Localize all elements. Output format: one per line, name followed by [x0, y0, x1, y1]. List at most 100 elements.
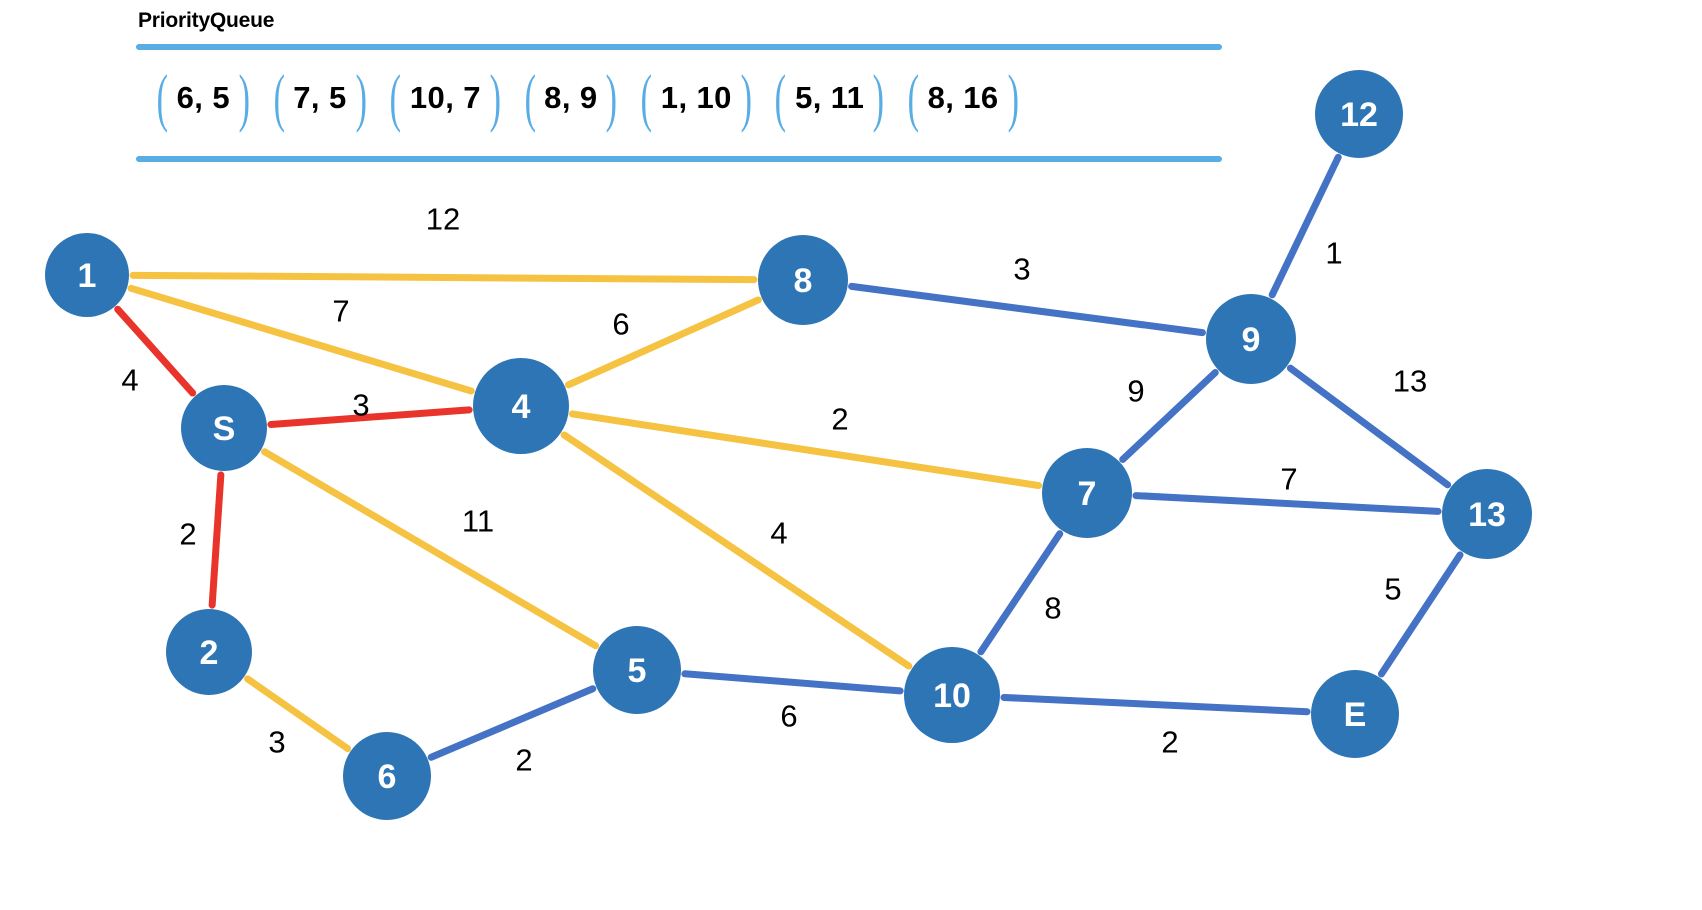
graph-edge — [848, 282, 1206, 337]
node-circle[interactable] — [593, 626, 681, 714]
priority-queue-entry: (8, 16) — [903, 62, 1023, 134]
priority-queue-entry-text: 6, 5 — [176, 80, 230, 115]
graph-edge — [1000, 693, 1311, 716]
open-paren-icon: ( — [775, 62, 787, 134]
edge-weight-label: 3 — [1013, 252, 1030, 287]
node-circle[interactable] — [166, 609, 252, 695]
graph-edge — [1377, 551, 1464, 678]
node-circle[interactable] — [1042, 448, 1132, 538]
graph-edge — [129, 271, 758, 284]
edge-weight-label: 3 — [352, 388, 369, 423]
priority-queue-entry: (8, 9) — [520, 62, 623, 134]
node-circle[interactable] — [181, 385, 267, 471]
priority-queue-entry-text: 1, 10 — [660, 80, 732, 115]
node-label: S — [213, 410, 236, 448]
graph-edge — [208, 471, 225, 609]
priority-queue-entry: (5, 11) — [770, 62, 889, 134]
graph-edge — [267, 406, 473, 429]
graph-edge — [977, 530, 1064, 656]
edge-weight-label: 3 — [268, 725, 285, 760]
node-circle[interactable] — [473, 358, 569, 454]
close-paren-icon: ) — [606, 62, 618, 134]
close-paren-icon: ) — [489, 62, 501, 134]
node-label: 13 — [1468, 496, 1506, 534]
node-circle[interactable] — [758, 235, 848, 325]
node-circle[interactable] — [343, 732, 431, 820]
close-paren-icon: ) — [238, 62, 250, 134]
priority-queue-entry-text: 7, 5 — [293, 80, 347, 115]
graph-node-10[interactable]: 10 — [904, 647, 1000, 743]
node-circle[interactable] — [1206, 294, 1296, 384]
priority-queue-entry: (7, 5) — [269, 62, 372, 134]
graph-edge — [1286, 364, 1452, 489]
node-label: 5 — [628, 652, 647, 690]
close-paren-icon: ) — [1007, 62, 1019, 134]
priority-queue-items: (6, 5)(7, 5)(10, 7)(8, 9)(1, 10)(5, 11)(… — [136, 50, 1222, 146]
graph-edge — [127, 284, 475, 395]
priority-queue-entry: (6, 5) — [152, 62, 255, 134]
graph-node-4[interactable]: 4 — [473, 358, 569, 454]
close-paren-icon: ) — [355, 62, 367, 134]
edge-weight-label: 7 — [332, 294, 349, 329]
graph-node-E[interactable]: E — [1311, 670, 1399, 758]
edge-weight-label: 2 — [179, 517, 196, 552]
graph-node-S[interactable]: S — [181, 385, 267, 471]
node-label: 4 — [512, 388, 531, 426]
edge-weight-label: 9 — [1127, 374, 1144, 409]
edges-layer — [114, 153, 1464, 761]
edge-weight-label: 1 — [1325, 236, 1342, 271]
priority-queue-entry: (1, 10) — [636, 62, 756, 134]
priority-queue-entry: (10, 7) — [385, 62, 505, 134]
node-circle[interactable] — [1311, 670, 1399, 758]
priority-queue-panel: PriorityQueue (6, 5)(7, 5)(10, 7)(8, 9)(… — [136, 8, 1222, 162]
graph-node-8[interactable]: 8 — [758, 235, 848, 325]
graph-node-12[interactable]: 12 — [1315, 70, 1403, 158]
priority-queue-entry-text: 8, 9 — [544, 80, 598, 115]
node-circle[interactable] — [1315, 70, 1403, 158]
priority-queue-bottom-rule — [136, 156, 1222, 162]
graph-edge — [1268, 153, 1342, 299]
edge-weight-label: 4 — [770, 516, 787, 551]
graph-edge — [564, 296, 762, 389]
priority-queue-entry-text: 10, 7 — [409, 80, 481, 115]
node-circle[interactable] — [904, 647, 1000, 743]
close-paren-icon: ) — [740, 62, 752, 134]
edge-weight-label: 11 — [462, 504, 494, 539]
close-paren-icon: ) — [872, 62, 885, 134]
open-paren-icon: ( — [389, 62, 402, 134]
node-label: 1 — [78, 257, 97, 295]
edge-weight-label: 2 — [515, 743, 532, 778]
node-label: 6 — [378, 758, 397, 796]
edge-weight-label: 5 — [1384, 572, 1401, 607]
priority-queue-title: PriorityQueue — [138, 9, 275, 32]
node-circle[interactable] — [1442, 469, 1532, 559]
priority-queue-entry-text: 8, 16 — [927, 80, 999, 115]
graph-node-7[interactable]: 7 — [1042, 448, 1132, 538]
graph-node-5[interactable]: 5 — [593, 626, 681, 714]
graph-edge — [427, 685, 597, 761]
node-label: 10 — [933, 677, 971, 715]
edge-weight-label: 6 — [612, 307, 629, 342]
graph-node-1[interactable]: 1 — [45, 233, 129, 317]
node-label: 2 — [200, 634, 219, 672]
open-paren-icon: ( — [524, 62, 536, 134]
graph-node-2[interactable]: 2 — [166, 609, 252, 695]
node-circle[interactable] — [45, 233, 129, 317]
open-paren-icon: ( — [273, 62, 285, 134]
edge-weight-label: 12 — [426, 202, 460, 237]
graph-edge — [244, 675, 352, 753]
graph-edge — [114, 305, 197, 397]
graph-node-6[interactable]: 6 — [343, 732, 431, 820]
graph-edge — [560, 431, 913, 670]
graph-node-13[interactable]: 13 — [1442, 469, 1532, 559]
node-label: 12 — [1340, 96, 1378, 134]
edge-weight-label: 7 — [1280, 462, 1297, 497]
graph-node-9[interactable]: 9 — [1206, 294, 1296, 384]
graph-edge — [568, 410, 1043, 490]
edge-weight-label: 2 — [1161, 725, 1178, 760]
edge-weight-label: 13 — [1393, 364, 1427, 399]
